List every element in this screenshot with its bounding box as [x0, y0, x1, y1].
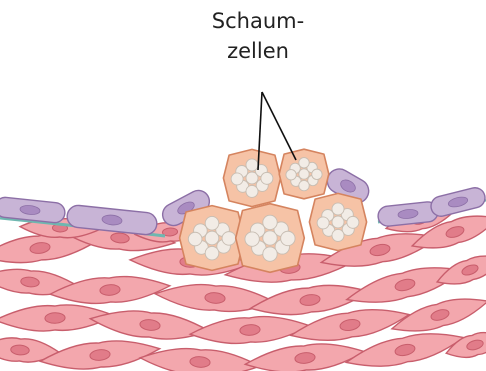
pointer-line-right	[262, 92, 296, 160]
foam-cells-label-line-2: zellen	[193, 36, 323, 66]
foam-cells-label: Schaum- zellen	[193, 6, 323, 66]
foam-cell-icon	[223, 149, 280, 206]
smooth-muscle-cell-icon	[89, 306, 211, 344]
endothelial-cell-icon	[429, 186, 486, 219]
foam-cell-icon	[180, 206, 245, 271]
foam-cell-icon	[309, 193, 366, 250]
foam-cells-label-line-1: Schaum-	[193, 6, 323, 36]
foam-cell-icon	[236, 204, 305, 273]
smooth-muscle-cell-icon	[244, 339, 366, 371]
foam-cell-icon	[279, 149, 329, 199]
smooth-muscle-cell-icon	[189, 313, 310, 347]
smooth-muscle-cell-icon	[49, 273, 170, 307]
smooth-muscle-cell-icon	[39, 336, 161, 371]
